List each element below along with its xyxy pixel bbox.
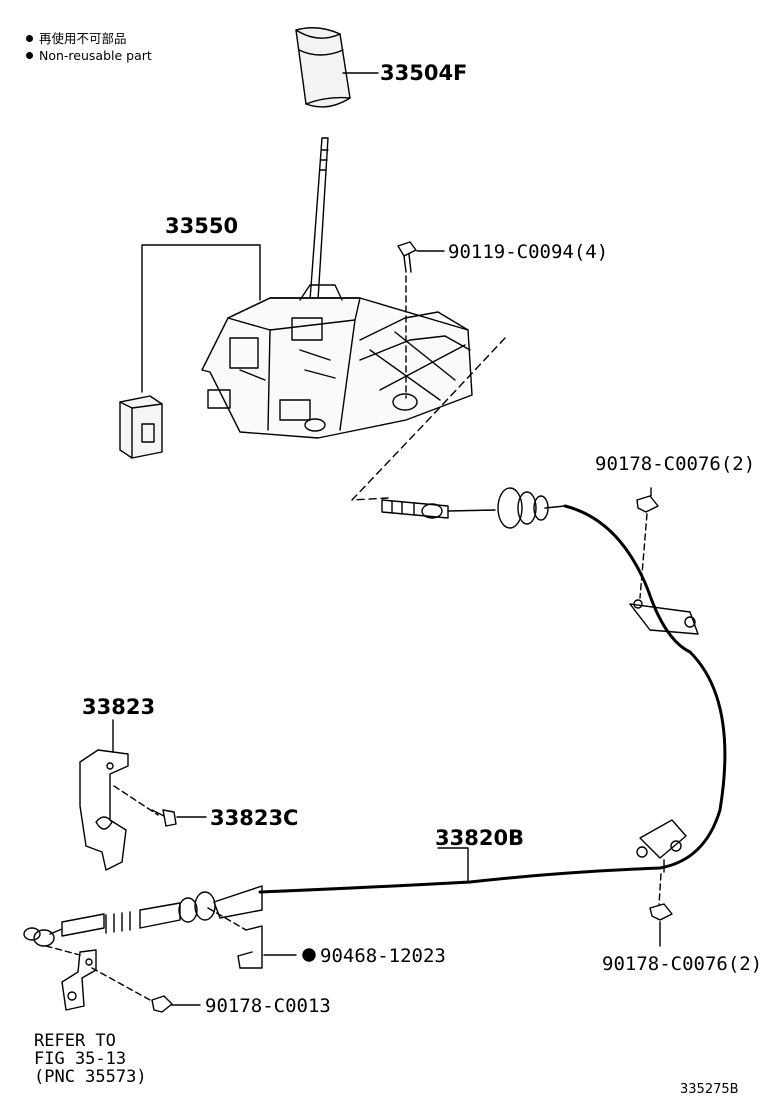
label-small-nut: 90178-C0013 [205, 995, 331, 1017]
label-lower-nut: 90178-C0076(2) [602, 953, 760, 975]
label-bracket: 33823 [82, 695, 155, 719]
refer-line-2: FIG 35-13 [34, 1049, 127, 1069]
transaxle-bracket-drawing[interactable] [61, 949, 97, 1011]
label-lever-bolt: 90119-C0094(4) [448, 241, 608, 263]
bracket-leader [141, 244, 261, 393]
cable-lower-end-drawing[interactable] [23, 885, 263, 947]
legend-row-en: Non-reusable part [26, 47, 152, 64]
dashed-guide [639, 513, 648, 599]
label-bracket-screw: 33823C [210, 806, 298, 830]
cable-lower-bracket-drawing [636, 819, 687, 873]
non-reusable-marker-icon [26, 52, 33, 59]
refer-line-3: (PNC 35573) [34, 1067, 147, 1087]
indicator-switch-drawing[interactable] [119, 395, 163, 459]
cable-bracket-33823-drawing[interactable] [79, 749, 129, 871]
label-shift-lever-assy: 33550 [165, 214, 238, 238]
legend: 再使用不可部品 Non-reusable part [26, 30, 152, 64]
dashed-guide [207, 907, 247, 931]
cable-upper-end-drawing[interactable] [381, 487, 566, 529]
clip-drawing[interactable] [237, 925, 263, 969]
legend-row-jp: 再使用不可部品 [26, 30, 152, 47]
dashed-guide [45, 945, 81, 956]
non-reusable-marker-icon [302, 948, 316, 962]
cable-upper-bracket-drawing [629, 599, 699, 635]
shift-knob-drawing[interactable] [295, 27, 351, 108]
shift-lever-rod-drawing [309, 137, 329, 301]
dashed-guide [658, 873, 662, 906]
small-nut-drawing[interactable] [151, 995, 173, 1013]
shift-lever-assembly-drawing[interactable] [201, 284, 473, 439]
label-upper-nut: 90178-C0076(2) [595, 453, 755, 475]
dashed-guide [351, 337, 506, 501]
lever-bolt-drawing[interactable] [397, 241, 417, 273]
control-cable-drawing[interactable] [258, 504, 727, 894]
upper-nut-drawing[interactable] [636, 495, 659, 513]
label-shift-knob: 33504F [380, 61, 467, 85]
lower-nut-drawing[interactable] [649, 903, 673, 921]
legend-text-en: Non-reusable part [39, 48, 152, 63]
non-reusable-marker-icon [26, 35, 33, 42]
label-cable: 33820B [435, 826, 524, 850]
dashed-guide [113, 785, 159, 816]
refer-line-1: REFER TO [34, 1031, 116, 1051]
bracket-screw-drawing[interactable] [151, 809, 177, 827]
label-clip: 90468-12023 [320, 945, 446, 967]
diagram-id: 335275B [680, 1082, 739, 1097]
dashed-guide [91, 967, 151, 1001]
legend-text-jp: 再使用不可部品 [39, 31, 127, 46]
leader-line [437, 847, 469, 883]
